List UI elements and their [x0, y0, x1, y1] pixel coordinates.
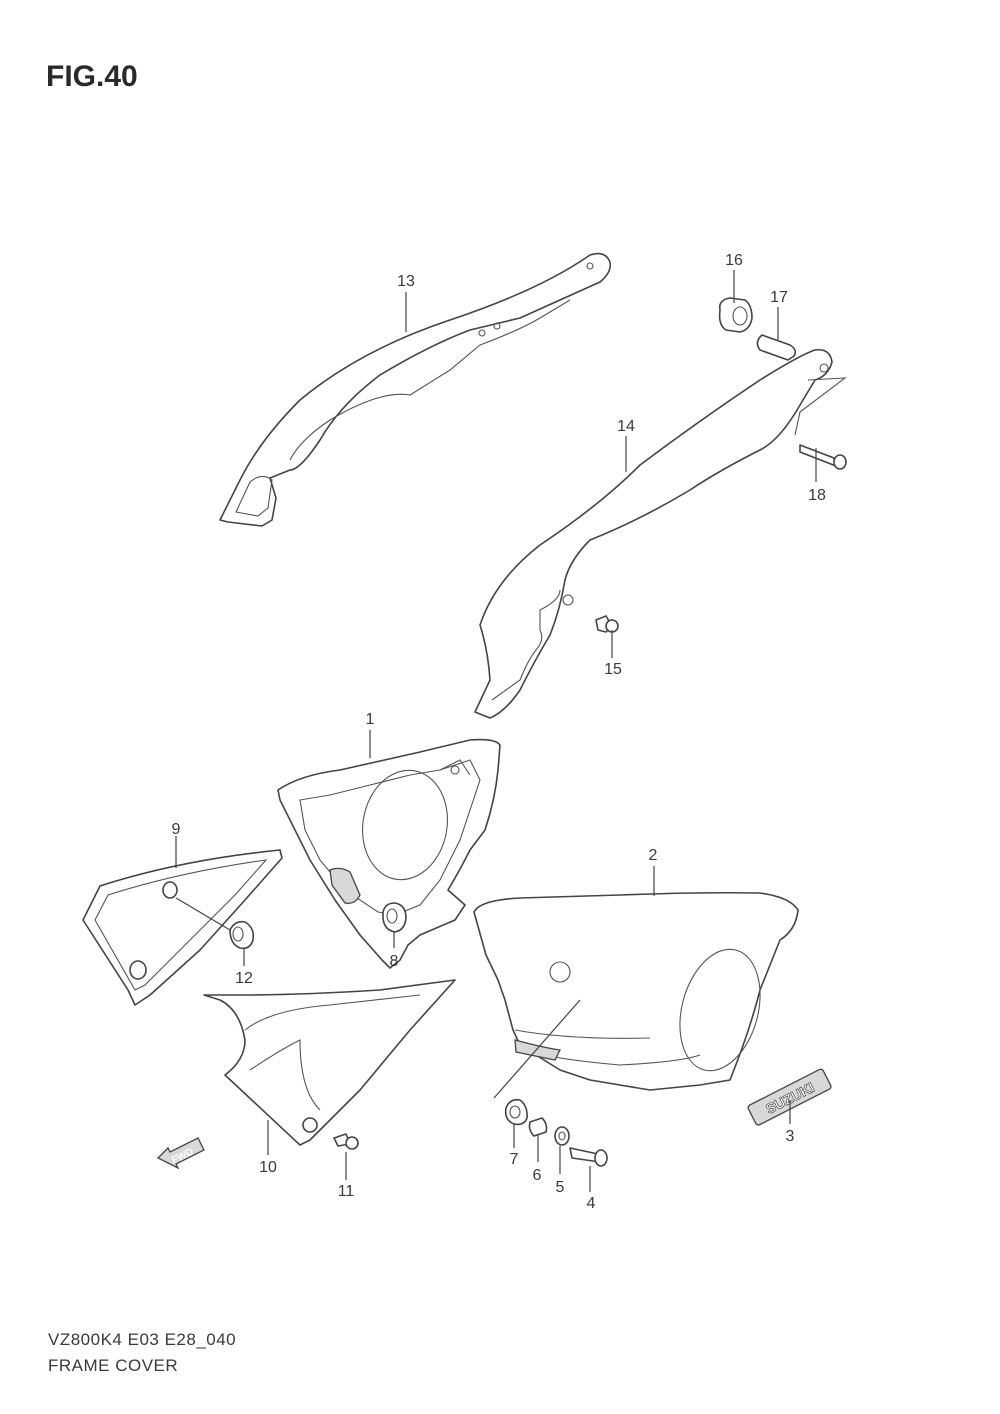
leader-lines	[175, 270, 817, 1192]
callout-3: 3	[786, 1128, 795, 1145]
fwd-arrow-icon: FWD	[156, 1137, 205, 1170]
part-17-collar	[756, 334, 797, 361]
part-7-grommet	[504, 1098, 528, 1126]
part-12-grommet	[229, 920, 255, 950]
part-1-frame-cover-bracket	[277, 738, 501, 969]
part-13-frame-cover-upper	[219, 252, 612, 527]
part-10-lower-side-cover	[203, 979, 456, 1146]
callout-16: 16	[725, 252, 743, 269]
callout-10: 10	[259, 1159, 277, 1176]
callout-13: 13	[397, 273, 415, 290]
callout-8: 8	[390, 953, 399, 970]
callout-6: 6	[533, 1167, 542, 1184]
callout-4: 4	[587, 1195, 596, 1212]
callout-2: 2	[649, 847, 658, 864]
part-15-screw	[595, 615, 619, 633]
part-18-bolt	[799, 444, 847, 470]
part-5-washer	[554, 1126, 570, 1146]
callout-5: 5	[556, 1179, 565, 1196]
callout-14: 14	[617, 418, 635, 435]
callout-11: 11	[338, 1183, 355, 1200]
part-8-grommet	[382, 902, 407, 933]
figure-title: FIG.40	[46, 60, 138, 93]
section-name: FRAME COVER	[48, 1356, 179, 1375]
part-11-screw	[333, 1133, 359, 1150]
part-3-suzuki-emblem: SUZUKI	[747, 1068, 832, 1126]
callout-numbers: 1 2 3 4 5 6 7 8 9 10 11 12 13 14 15 16 1…	[172, 252, 826, 1212]
callout-1: 1	[366, 711, 375, 728]
callout-9: 9	[172, 821, 181, 838]
part-4-bolt	[569, 1147, 608, 1167]
part-9-side-cover	[82, 849, 283, 1006]
part-14-frame-cover-lower	[474, 348, 847, 719]
part-6-collar	[528, 1117, 548, 1137]
callout-18: 18	[808, 487, 826, 504]
callout-15: 15	[604, 661, 622, 678]
model-code: VZ800K4 E03 E28_040	[48, 1330, 237, 1349]
callout-17: 17	[770, 289, 788, 306]
callout-12: 12	[235, 970, 253, 987]
callout-7: 7	[510, 1151, 519, 1168]
part-16-spacer	[718, 297, 753, 333]
part-2-frame-cover-main	[473, 891, 799, 1091]
